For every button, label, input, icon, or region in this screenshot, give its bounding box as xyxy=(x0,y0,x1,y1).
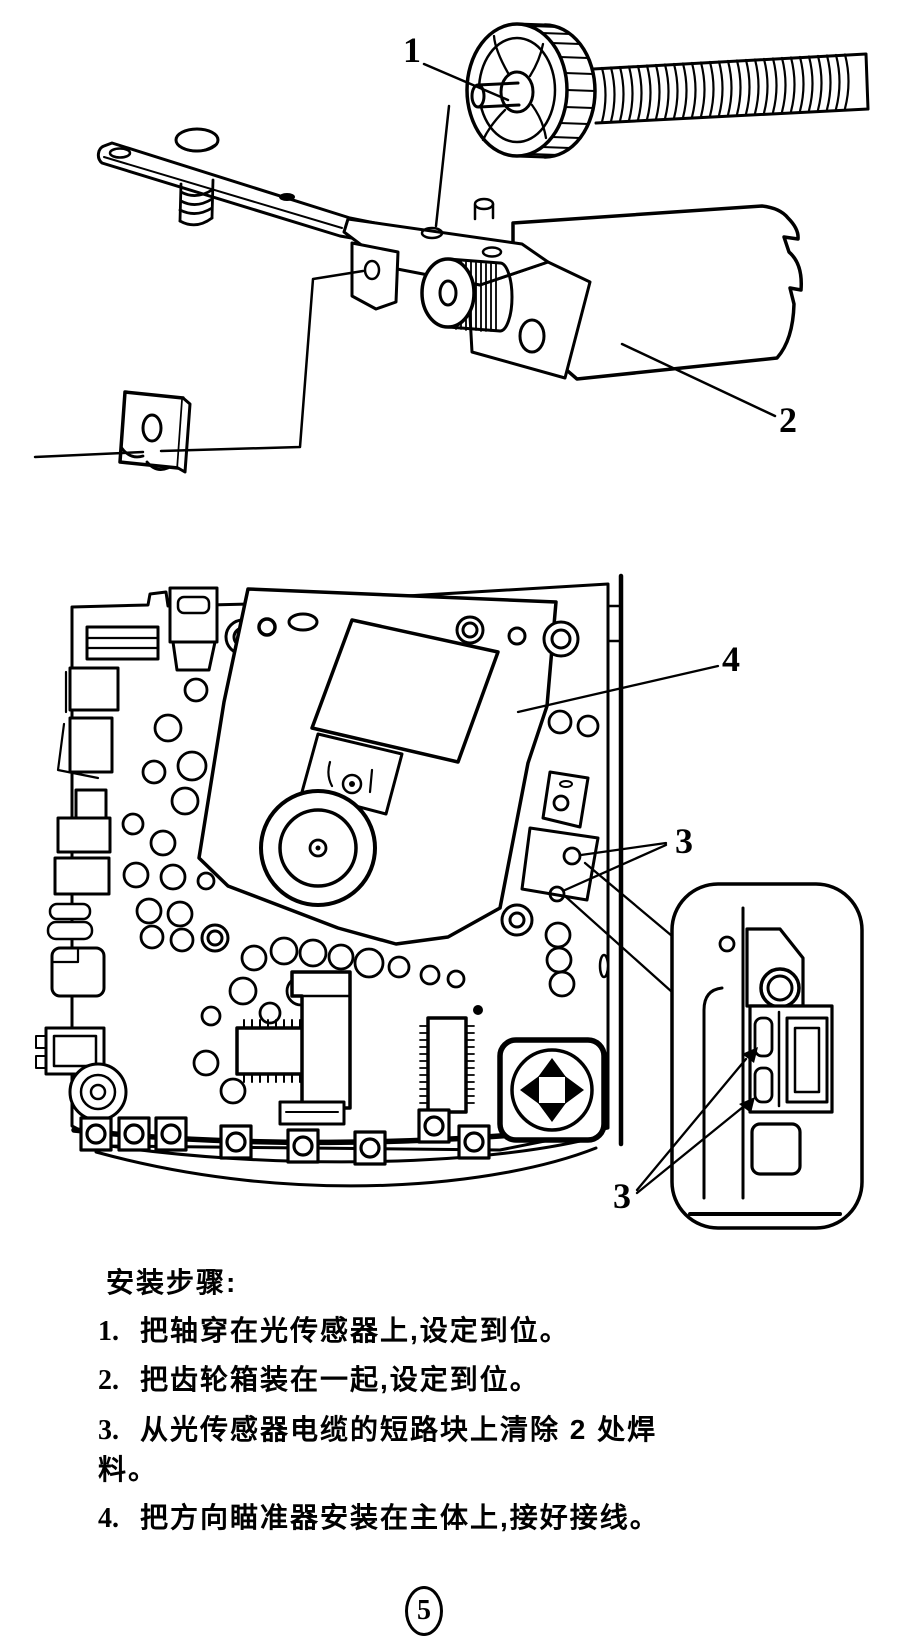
edge-components xyxy=(35,625,160,1122)
pickup-posts xyxy=(455,615,580,937)
button-pads xyxy=(79,1108,491,1166)
instruction-step-2: 2. 把齿轮箱装在一起,设定到位。 xyxy=(98,1363,540,1398)
ribbed-post xyxy=(178,178,215,227)
d-pad xyxy=(497,1037,607,1143)
figure-middle-assembly xyxy=(35,573,864,1230)
arrow-up-icon xyxy=(538,1058,566,1077)
instruction-step-1: 1. 把轴穿在光传感器上,设定到位。 xyxy=(98,1314,570,1349)
arrow-down-icon xyxy=(538,1103,566,1122)
lens xyxy=(259,789,377,907)
ic-chip-vertical xyxy=(419,1005,483,1114)
mounting-plate xyxy=(118,390,192,474)
side-tab xyxy=(350,241,400,311)
detail-inset xyxy=(670,882,864,1230)
callout-4: 4 xyxy=(722,639,740,679)
ribbon-connector xyxy=(278,970,352,1126)
leader-plate xyxy=(33,269,365,459)
instructions-heading: 安装步骤: xyxy=(106,1267,238,1298)
callout-3-upper: 3 xyxy=(675,821,693,861)
callout-3-lower: 3 xyxy=(613,1176,631,1216)
figure-top-assembly xyxy=(33,22,870,474)
leader-callout-3-lower xyxy=(635,1057,748,1195)
arrowhead-icon xyxy=(739,1097,755,1113)
magnification-lines xyxy=(564,861,674,994)
step-number: 1. xyxy=(98,1316,119,1347)
gear-box xyxy=(342,197,592,380)
page-number: 5 xyxy=(417,1595,431,1626)
instruction-step-4: 4. 把方向瞄准器安装在主体上,接好接线。 xyxy=(98,1501,660,1536)
page-number-badge: 5 xyxy=(405,1586,443,1636)
leader-callout-1 xyxy=(422,62,510,102)
instruction-step-3: 3. 从光传感器电缆的短路块上清除 2 处焊 xyxy=(98,1413,657,1448)
callout-1: 1 xyxy=(403,30,421,70)
leader-callout-3-upper xyxy=(563,841,668,892)
arrow-right-icon xyxy=(565,1076,584,1104)
step-number: 3. xyxy=(98,1415,119,1446)
sled-window xyxy=(310,618,500,764)
clip-tab xyxy=(168,586,219,672)
leader-lines-middle xyxy=(516,664,758,1195)
lead-screw xyxy=(591,52,870,125)
leader-callout-4 xyxy=(516,664,720,714)
callout-2: 2 xyxy=(779,400,797,440)
ic-chip-horizontal xyxy=(235,1019,307,1083)
short-circuit-block xyxy=(520,770,600,903)
step-text: 把轴穿在光传感器上,设定到位。 xyxy=(140,1315,570,1346)
solder-point-b xyxy=(548,885,566,903)
arrow-left-icon xyxy=(520,1076,539,1104)
leader-screw-tip xyxy=(434,104,451,228)
drive-gear xyxy=(465,22,597,159)
step-number: 4. xyxy=(98,1503,119,1534)
instruction-step-3-continued: 料。 xyxy=(98,1454,159,1485)
optical-pickup xyxy=(197,587,600,946)
arrowhead-icon xyxy=(742,1047,758,1063)
step-number: 2. xyxy=(98,1365,119,1396)
leader-lines-top xyxy=(33,62,777,459)
gear-teeth xyxy=(529,25,596,156)
leader-callout-2 xyxy=(620,342,777,418)
pinion-gear xyxy=(420,257,514,333)
solder-point-a xyxy=(562,846,582,866)
step-text: 把齿轮箱装在一起,设定到位。 xyxy=(140,1364,540,1395)
step-text: 把方向瞄准器安装在主体上,接好接线。 xyxy=(140,1502,660,1533)
step-text: 从光传感器电缆的短路块上清除 2 处焊 xyxy=(140,1414,658,1445)
inset-connector xyxy=(748,1004,834,1176)
